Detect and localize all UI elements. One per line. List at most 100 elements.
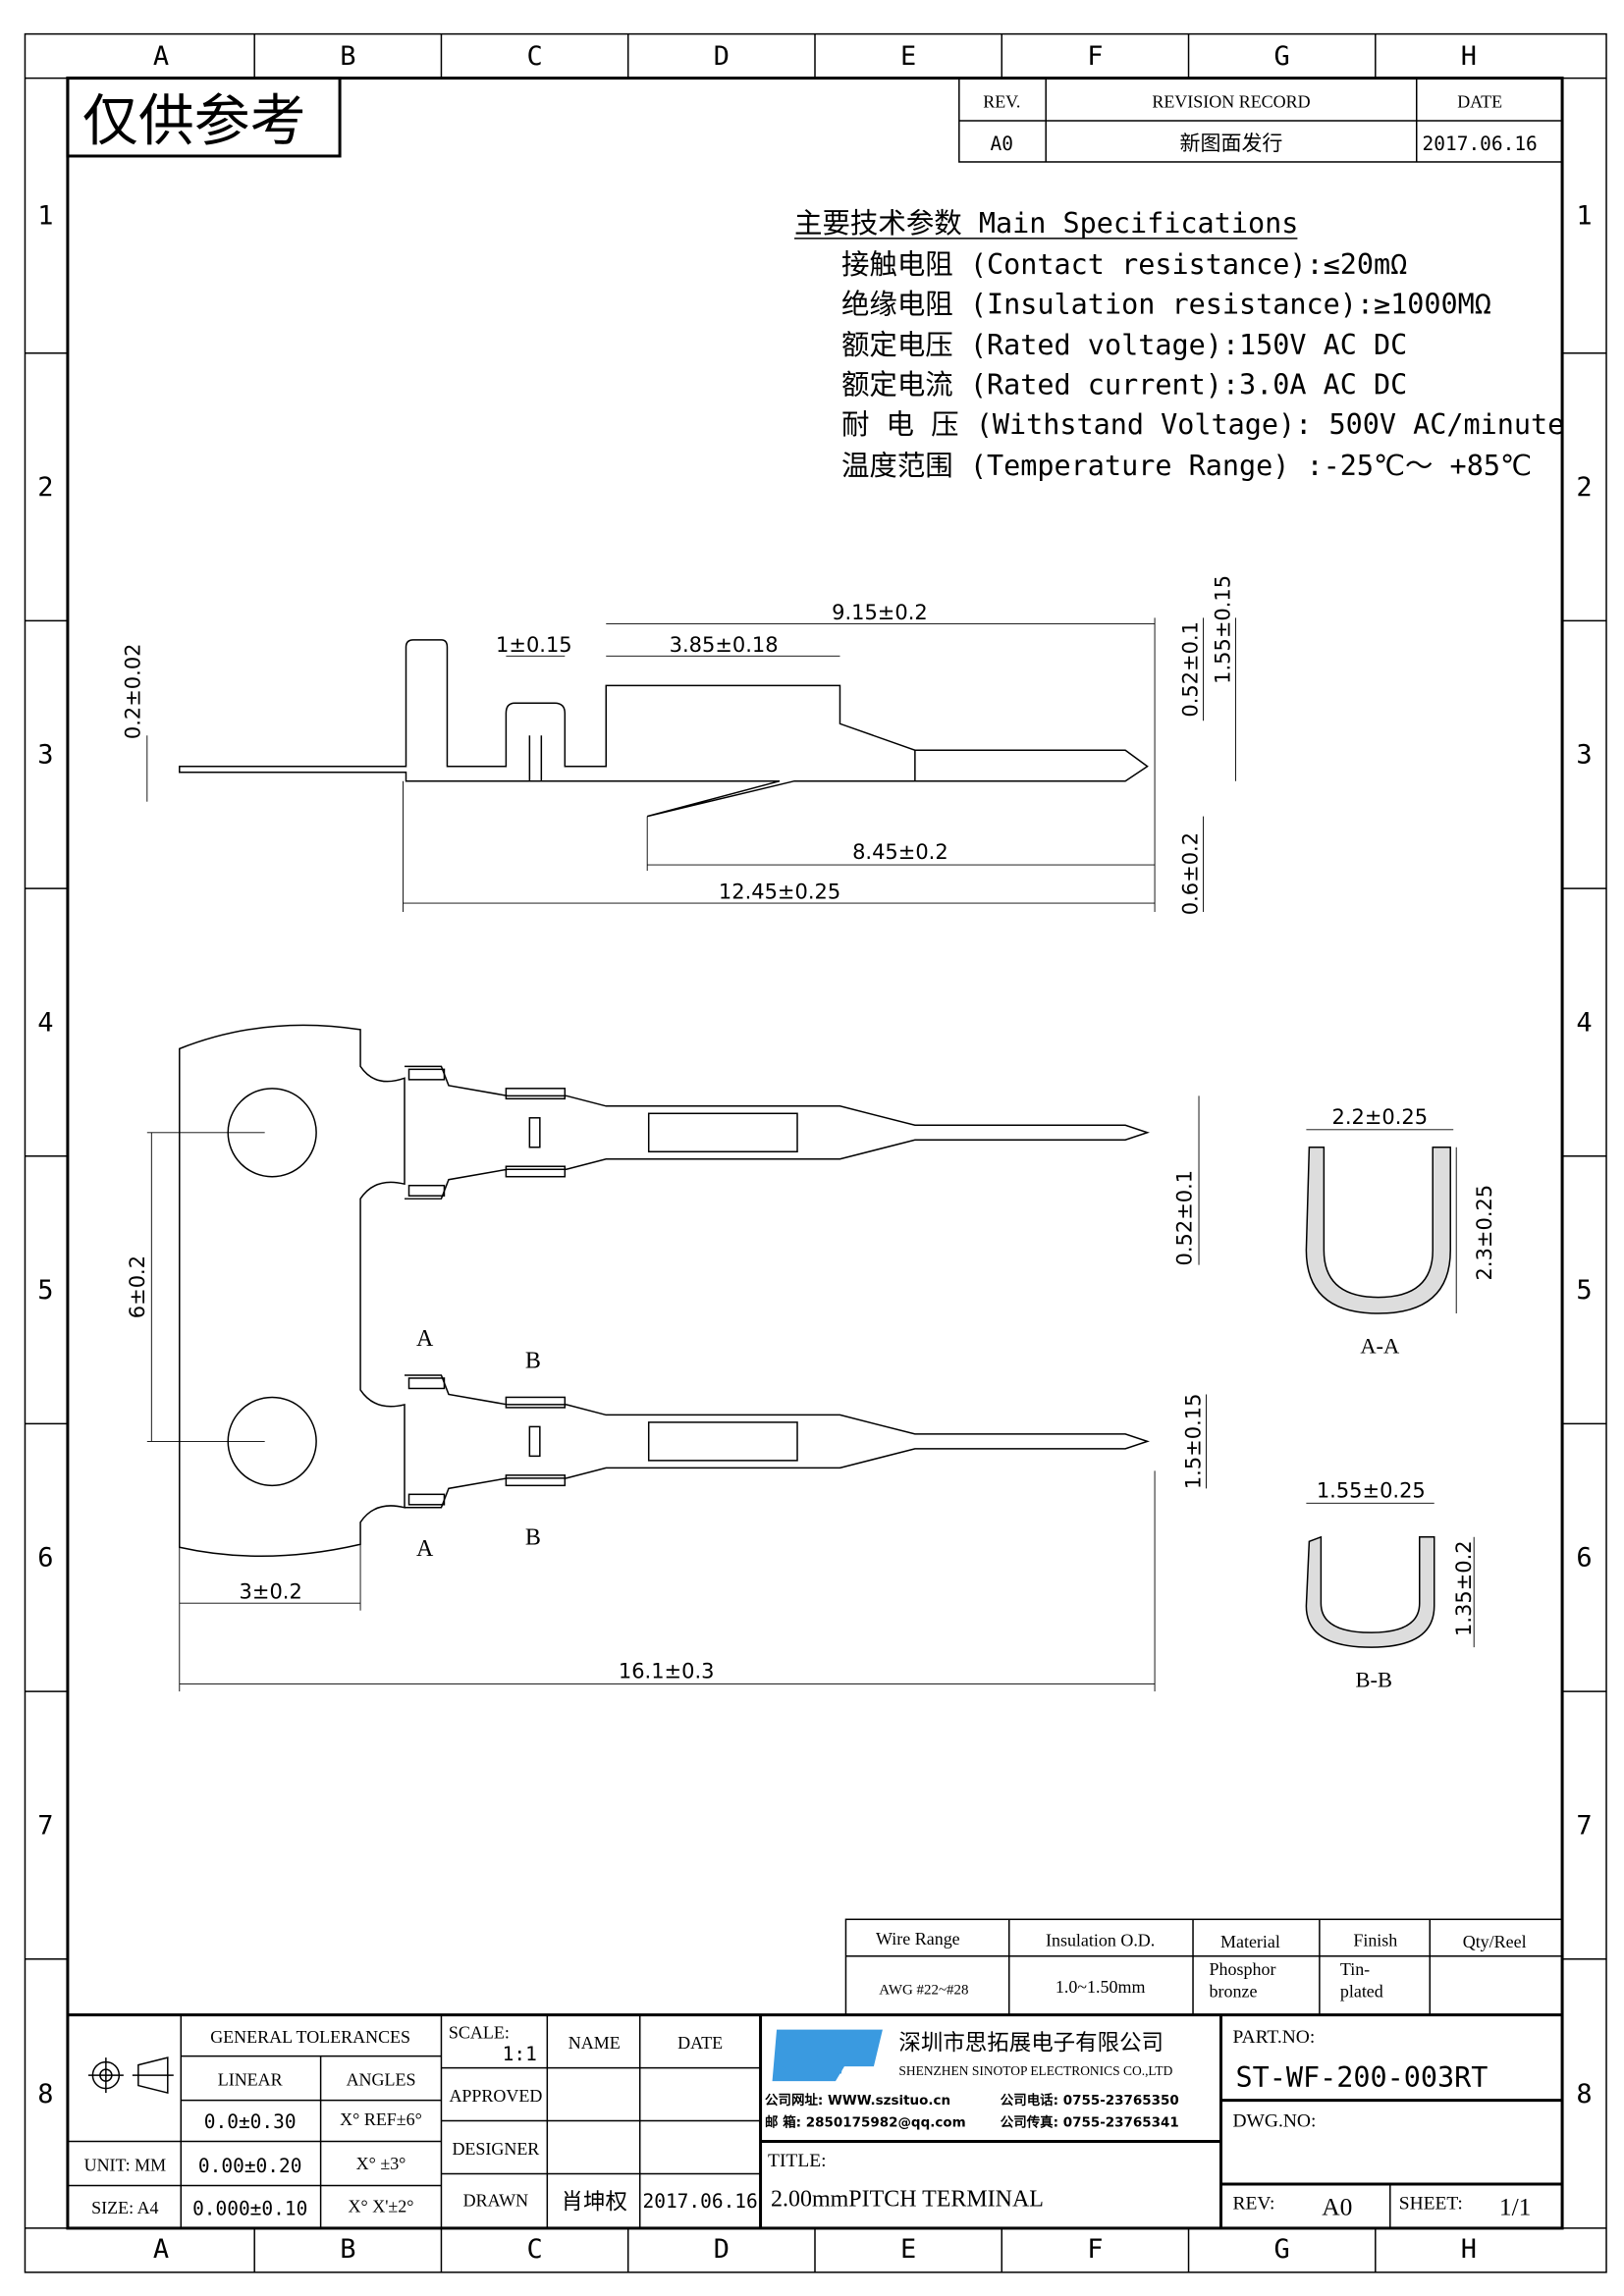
dim-8-45: 8.45±0.2 <box>852 840 948 864</box>
value-insulation-od: 1.0~1.50mm <box>1056 1977 1146 1997</box>
specs-title: 主要技术参数 Main Specifications <box>794 207 1298 240</box>
part-no-label: PART.NO: <box>1232 2027 1315 2048</box>
company-name-cn: 深圳市思拓展电子有限公司 <box>898 2031 1164 2056</box>
zone-row-label: 8 <box>37 2079 53 2109</box>
revision-record-header: REVISION RECORD <box>1152 92 1310 112</box>
zone-row-label: 6 <box>1576 1543 1592 1574</box>
section-view-bb: 1.55±0.25 1.35±0.2 B-B <box>1305 1478 1476 1692</box>
zone-row-label: 5 <box>1576 1275 1592 1306</box>
scale-label: SCALE: <box>449 2023 510 2043</box>
zone-row-label: 2 <box>37 472 53 503</box>
zone-row-label: 7 <box>37 1810 53 1841</box>
title-block: GENERAL TOLERANCES LINEAR ANGLES 0.0±0.3… <box>67 2013 1563 2228</box>
company-logo: STP <box>772 2029 883 2084</box>
sheet-value: 1/1 <box>1499 2192 1532 2220</box>
header-material: Material <box>1220 1932 1280 1951</box>
date-header: DATE <box>1457 92 1502 112</box>
dim-0-2: 0.2±0.02 <box>121 644 144 740</box>
unit-label: UNIT: MM <box>84 2155 166 2174</box>
spec-insulation-resistance: 绝缘电阻 (Insulation resistance):≥1000MΩ <box>841 288 1491 320</box>
zone-row-label: 1 <box>37 201 53 232</box>
spec-temperature-range: 温度范围 (Temperature Range) :-25℃～ +85℃ <box>841 450 1532 482</box>
company-name-en: SHENZHEN SINOTOP ELECTRONICS CO.,LTD <box>898 2063 1172 2078</box>
side-view: 9.15±0.2 1±0.15 3.85±0.18 8.45±0.2 12.45… <box>121 575 1236 915</box>
revision-table: REV. REVISION RECORD DATE A0 新图面发行 2017.… <box>958 77 1563 163</box>
value-material: Phosphor bronze <box>1209 1958 1276 2002</box>
watermark-box: 仅供参考 <box>66 77 342 158</box>
watermark-text: 仅供参考 <box>82 88 306 153</box>
approved-label: APPROVED <box>449 2086 542 2106</box>
revision-record-value: 新图面发行 <box>1180 132 1283 155</box>
zone-column-label: F <box>1087 41 1103 72</box>
zone-column-label: G <box>1274 41 1290 72</box>
date-header-tb: DATE <box>677 2033 723 2053</box>
title-label: TITLE: <box>768 2151 826 2171</box>
zone-column-label: A <box>153 41 169 72</box>
zone-column-label: C <box>526 2234 542 2265</box>
value-finish: Tin-plated <box>1339 1958 1383 2002</box>
view-label-bb: B-B <box>1356 1668 1392 1692</box>
zone-row-label: 3 <box>37 740 53 771</box>
company-fax: 公司传真: 0755-23765341 <box>1001 2114 1179 2131</box>
revision-date-value: 2017.06.16 <box>1423 133 1538 155</box>
company-website: 公司网址: WWW.szsituo.cn <box>765 2092 950 2109</box>
angle-tol-1: X° REF±6° <box>340 2109 422 2129</box>
name-header: NAME <box>568 2033 621 2053</box>
zone-row-label: 7 <box>1576 1810 1592 1841</box>
dwg-no-label: DWG.NO: <box>1232 2111 1316 2132</box>
top-view: 6±0.2 3±0.2 16.1±0.3 0.52±0.1 1.5±0.15 A… <box>126 1024 1207 1692</box>
linear-tol-3: 0.000±0.10 <box>192 2197 307 2219</box>
rev-value-tb: A0 <box>1322 2192 1352 2220</box>
zone-row-label: 4 <box>1576 1007 1592 1038</box>
dim-12-45: 12.45±0.25 <box>719 881 840 904</box>
dim-3-85: 3.85±0.18 <box>670 633 779 657</box>
spec-withstand-voltage: 耐 电 压 (Withstand Voltage): 500V AC/minut… <box>841 408 1564 441</box>
zone-column-label: B <box>340 2234 355 2265</box>
zone-column-label: D <box>714 2234 730 2265</box>
zone-column-label: A <box>153 2234 169 2265</box>
drawn-name: 肖坤权 <box>562 2189 627 2215</box>
zone-column-label: E <box>900 41 916 72</box>
dim-6: 6±0.2 <box>126 1255 149 1318</box>
dim-0-6: 0.6±0.2 <box>1179 832 1203 915</box>
dim-1-55: 1.55±0.15 <box>1211 575 1234 684</box>
section-view-aa: 2.2±0.25 2.3±0.25 A-A <box>1305 1105 1496 1358</box>
linear-label: LINEAR <box>218 2070 283 2090</box>
dim-2-3: 2.3±0.25 <box>1473 1185 1496 1281</box>
zone-row-label: 8 <box>1576 2079 1592 2109</box>
scale-value: 1:1 <box>503 2043 537 2065</box>
rev-header: REV. <box>983 92 1020 112</box>
section-a-top: A <box>416 1326 434 1352</box>
zone-column-label: C <box>526 41 542 72</box>
dim-9-15: 9.15±0.2 <box>832 601 928 624</box>
angle-tol-3: X° X'±2° <box>349 2196 414 2216</box>
header-insulation-od: Insulation O.D. <box>1046 1930 1155 1949</box>
zone-row-label: 4 <box>37 1007 53 1038</box>
zone-column-label: B <box>340 41 355 72</box>
zone-column-label: E <box>900 2234 916 2265</box>
general-tolerances-label: GENERAL TOLERANCES <box>210 2027 410 2047</box>
part-number: ST-WF-200-003RT <box>1235 2061 1488 2094</box>
company-email: 邮 箱: 2850175982@qq.com <box>765 2114 966 2131</box>
dim-1-35: 1.35±0.2 <box>1452 1540 1476 1636</box>
spec-rated-current: 额定电流 (Rated current):3.0A AC DC <box>841 369 1407 401</box>
designer-label: DESIGNER <box>452 2139 539 2159</box>
angles-label: ANGLES <box>347 2070 416 2090</box>
zone-column-label: H <box>1461 2234 1477 2265</box>
dim-1: 1±0.15 <box>496 633 572 657</box>
zone-row-label: 6 <box>37 1543 53 1574</box>
linear-tol-2: 0.00±0.20 <box>198 2155 302 2177</box>
dim-0-52: 0.52±0.1 <box>1179 621 1203 718</box>
dim-0-52-top: 0.52±0.1 <box>1173 1170 1197 1266</box>
sheet-label: SHEET: <box>1399 2193 1463 2214</box>
dim-16-1: 16.1±0.3 <box>619 1660 715 1683</box>
value-wire-range: AWG #22~#28 <box>879 1983 968 1999</box>
header-finish: Finish <box>1353 1930 1397 1949</box>
zone-row-label: 1 <box>1576 201 1592 232</box>
angle-tol-2: X° ±3° <box>356 2154 406 2173</box>
zone-column-label: F <box>1087 2234 1103 2265</box>
terminal-outline <box>405 1374 1150 1509</box>
drawing-title: 2.00mmPITCH TERMINAL <box>771 2186 1044 2212</box>
